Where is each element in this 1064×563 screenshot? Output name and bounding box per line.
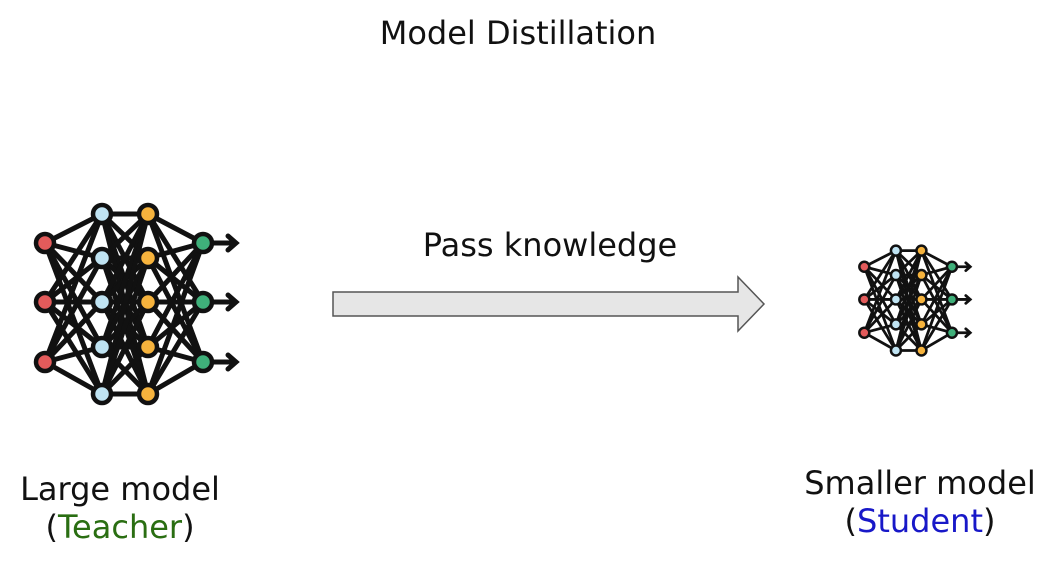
network-node <box>136 202 160 226</box>
network-node <box>945 326 959 339</box>
knowledge-arrow-shape <box>332 275 766 333</box>
network-node <box>90 246 114 270</box>
network-node <box>90 335 114 359</box>
network-node <box>858 293 871 306</box>
student-model-label: Smaller model <box>804 464 1036 502</box>
network-edge <box>145 240 206 305</box>
network-edge <box>920 273 954 301</box>
student-role-label: Student <box>857 502 983 540</box>
network-node <box>191 350 215 374</box>
network-node <box>136 290 160 314</box>
network-edge <box>862 265 898 301</box>
network-edge <box>42 299 105 350</box>
network-edge <box>42 299 105 365</box>
output-arrow <box>954 294 973 305</box>
network-edge <box>145 255 206 365</box>
network-edge <box>42 240 105 350</box>
network-edge <box>42 299 105 397</box>
network-edge <box>862 298 898 326</box>
network-edge <box>920 249 954 301</box>
network-edge <box>862 249 898 335</box>
network-edge <box>145 211 206 305</box>
neural-network-icon <box>858 244 973 357</box>
output-arrow <box>208 233 240 253</box>
teacher-role-line: (Teacher) <box>0 508 240 546</box>
network-edge <box>99 299 151 397</box>
arrow-label: Pass knowledge <box>422 226 678 264</box>
network-node <box>858 260 871 273</box>
network-node <box>136 246 160 270</box>
network-edge <box>42 211 105 365</box>
output-arrow <box>208 292 240 312</box>
network-node <box>915 293 928 306</box>
close-paren: ) <box>982 502 996 540</box>
teacher-caption: Large model (Teacher) <box>0 470 240 546</box>
network-edge <box>862 298 898 352</box>
teacher-role-label: Teacher <box>57 508 183 546</box>
student-caption: Smaller model (Student) <box>780 464 1060 540</box>
network-edge <box>920 298 954 335</box>
network-node <box>945 293 959 306</box>
network-edge <box>862 273 898 335</box>
network-node <box>915 268 928 282</box>
network-edge <box>894 273 923 352</box>
output-arrow <box>954 261 973 272</box>
network-node <box>90 382 114 406</box>
network-edge <box>862 273 898 301</box>
network-edge <box>894 298 923 352</box>
network-node <box>889 318 903 331</box>
output-arrow <box>954 327 973 338</box>
network-edge <box>145 299 206 397</box>
network-node <box>90 290 114 314</box>
open-paren: ( <box>844 502 858 540</box>
network-edge <box>145 211 206 365</box>
network-node <box>136 335 160 359</box>
network-edge <box>920 265 954 326</box>
network-node <box>136 382 160 406</box>
network-node <box>889 344 903 357</box>
network-edge <box>42 255 105 305</box>
network-node <box>915 344 928 357</box>
network-edge <box>920 265 954 301</box>
open-paren: ( <box>45 508 58 546</box>
network-edge <box>145 255 206 305</box>
network-edge <box>145 240 206 397</box>
network-edge <box>145 240 206 350</box>
neural-network-icon <box>33 202 240 406</box>
network-edge <box>920 273 954 335</box>
network-node <box>33 350 57 374</box>
network-node <box>858 326 871 339</box>
network-edge <box>920 265 954 352</box>
network-edge <box>42 240 105 397</box>
network-node <box>889 293 903 306</box>
network-node <box>191 231 215 255</box>
network-edge <box>99 255 151 397</box>
network-edge <box>145 299 206 365</box>
network-edge <box>42 211 105 305</box>
diagram-title: Model Distillation <box>379 14 657 52</box>
close-paren: ) <box>182 508 195 546</box>
network-edge <box>862 265 898 352</box>
network-edge <box>920 249 954 335</box>
network-edge <box>862 265 898 326</box>
network-node <box>33 290 57 314</box>
teacher-model-label: Large model <box>20 470 220 508</box>
network-node <box>915 244 928 257</box>
network-node <box>889 268 903 282</box>
network-edge <box>42 255 105 365</box>
network-edge <box>42 240 105 305</box>
network-edge <box>862 298 898 335</box>
network-node <box>889 244 903 257</box>
network-node <box>191 290 215 314</box>
network-node <box>945 260 959 273</box>
network-node <box>90 202 114 226</box>
student-role-line: (Student) <box>780 502 1060 540</box>
output-arrow <box>208 352 240 372</box>
network-edge <box>920 298 954 352</box>
network-edge <box>862 249 898 301</box>
network-node <box>33 231 57 255</box>
arrow-right-icon <box>332 275 766 333</box>
network-node <box>915 318 928 331</box>
